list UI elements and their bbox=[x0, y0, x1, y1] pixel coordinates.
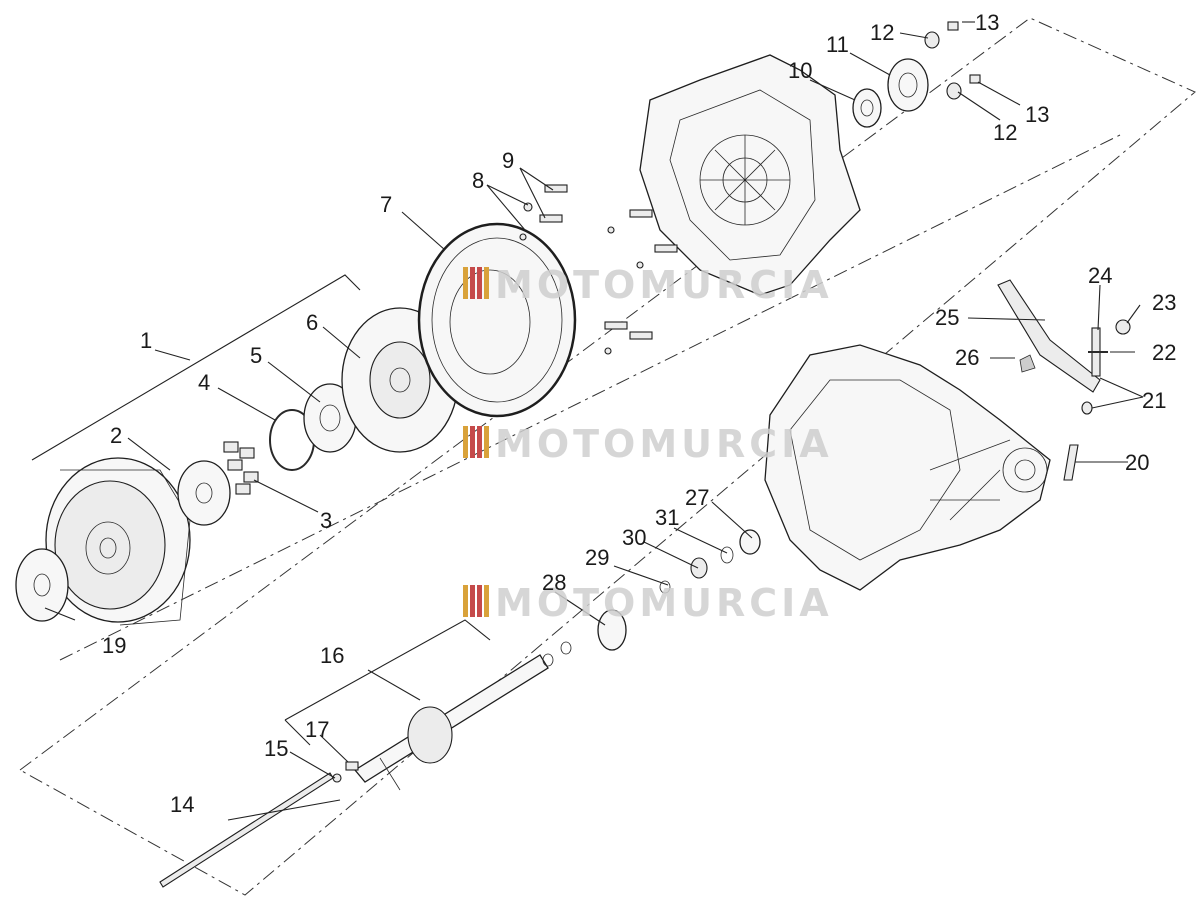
callout-12b: 12 bbox=[993, 120, 1017, 145]
callout-24: 24 bbox=[1088, 263, 1112, 288]
watermark-text: MOTOMURCIA bbox=[495, 422, 833, 466]
callout-19: 19 bbox=[102, 633, 126, 658]
watermark-2: MOTOMURCIA bbox=[463, 422, 833, 466]
callout-3: 3 bbox=[320, 508, 332, 533]
part-3-bolts bbox=[223, 441, 259, 495]
group-brackets bbox=[31, 274, 491, 746]
callout-31: 31 bbox=[655, 505, 679, 530]
callout-27: 27 bbox=[685, 485, 709, 510]
callout-13a: 13 bbox=[975, 10, 999, 35]
callout-9: 9 bbox=[502, 148, 514, 173]
leader-lines bbox=[44, 21, 1144, 821]
callout-7: 7 bbox=[380, 192, 392, 217]
callout-labels: 1 2 3 4 5 6 7 8 9 10 11 12 12 13 13 14 1… bbox=[102, 10, 1176, 817]
callout-10: 10 bbox=[788, 58, 812, 83]
part-19-disc bbox=[15, 548, 69, 622]
watermark-3: MOTOMURCIA bbox=[463, 581, 833, 625]
pressure-plate bbox=[45, 457, 191, 626]
callout-5: 5 bbox=[250, 343, 262, 368]
rod-14 bbox=[159, 772, 334, 888]
callout-26: 26 bbox=[955, 345, 979, 370]
callout-28: 28 bbox=[542, 570, 566, 595]
gearbox-case bbox=[764, 344, 1051, 591]
callout-16: 16 bbox=[320, 643, 344, 668]
shaft-16 bbox=[354, 654, 549, 791]
bolts-8-9 bbox=[519, 184, 678, 355]
callout-6: 6 bbox=[306, 310, 318, 335]
part-7-flywheel bbox=[417, 222, 577, 418]
callout-13b: 13 bbox=[1025, 102, 1049, 127]
shift-parts-20-26 bbox=[997, 279, 1131, 481]
callout-11: 11 bbox=[826, 32, 849, 57]
watermark-text: MOTOMURCIA bbox=[495, 581, 833, 625]
callout-23: 23 bbox=[1152, 290, 1176, 315]
callout-17: 17 bbox=[305, 717, 329, 742]
assembly-boundary bbox=[19, 17, 1196, 896]
callout-14: 14 bbox=[170, 792, 194, 817]
clutch-housing bbox=[639, 54, 861, 296]
callout-25: 25 bbox=[935, 305, 959, 330]
callout-22: 22 bbox=[1152, 340, 1176, 365]
callout-20: 20 bbox=[1125, 450, 1149, 475]
small-parts-15-17 bbox=[332, 761, 359, 783]
watermark-1: MOTOMURCIA bbox=[463, 263, 833, 307]
parts-27-31 bbox=[542, 529, 761, 667]
part-2-plate bbox=[177, 460, 231, 526]
callout-8: 8 bbox=[472, 168, 484, 193]
callout-2: 2 bbox=[110, 423, 122, 448]
callout-21: 21 bbox=[1142, 388, 1166, 413]
callout-29: 29 bbox=[585, 545, 609, 570]
watermark-text: MOTOMURCIA bbox=[495, 263, 833, 307]
callout-4: 4 bbox=[198, 370, 210, 395]
callout-30: 30 bbox=[622, 525, 646, 550]
bearings-10-11 bbox=[852, 58, 929, 128]
callout-12a: 12 bbox=[870, 20, 894, 45]
washers-12-screws-13 bbox=[924, 21, 981, 100]
callout-15: 15 bbox=[264, 736, 288, 761]
callout-1: 1 bbox=[140, 328, 152, 353]
